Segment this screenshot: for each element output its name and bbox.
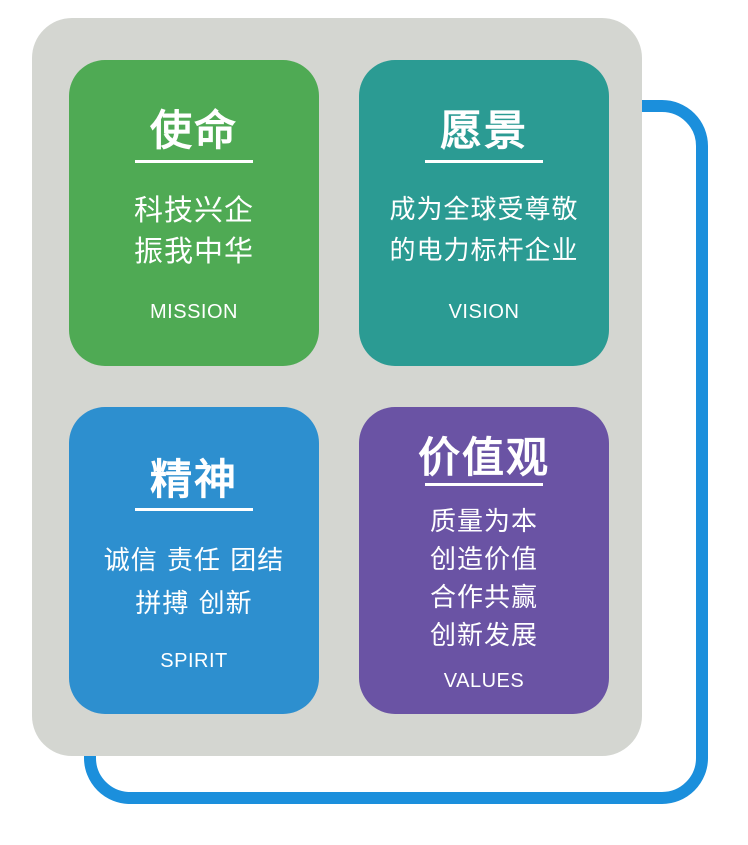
spirit-title-underline <box>135 508 253 511</box>
values-title-underline <box>425 483 543 486</box>
spirit-text: 诚信 责任 团结 拼搏 创新 <box>69 540 319 626</box>
vision-title: 愿景 <box>439 106 528 155</box>
vision-line-2: 的电力标杆企业 <box>389 236 579 266</box>
mission-title-underline <box>135 160 253 163</box>
values-title: 价值观 <box>417 433 550 482</box>
spirit-card: 精神 诚信 责任 团结 拼搏 创新 SPIRIT <box>69 407 319 714</box>
mission-card: 使命 科技兴企 振我中华 MISSION <box>69 60 319 366</box>
mission-title: 使命 <box>149 106 238 155</box>
values-card: 价值观 质量为本 创造价值 合作共赢 创新发展 VALUES <box>359 407 609 714</box>
spirit-line-2: 拼搏 创新 <box>135 589 253 619</box>
vision-line-1: 成为全球受尊敬 <box>389 195 579 225</box>
values-line-4: 创新发展 <box>429 621 538 651</box>
vision-text: 成为全球受尊敬 的电力标杆企业 <box>359 190 609 272</box>
values-line-3: 合作共赢 <box>429 583 538 613</box>
values-line-1: 质量为本 <box>429 507 538 537</box>
vision-title-underline <box>425 160 543 163</box>
mission-line-2: 振我中华 <box>133 234 254 268</box>
values-text: 质量为本 创造价值 合作共赢 创新发展 <box>359 503 609 655</box>
vision-card: 愿景 成为全球受尊敬 的电力标杆企业 VISION <box>359 60 609 366</box>
vision-label: VISION <box>448 301 520 323</box>
spirit-title: 精神 <box>149 455 238 504</box>
spirit-label: SPIRIT <box>160 650 228 672</box>
mission-label: MISSION <box>150 301 238 323</box>
mission-text: 科技兴企 振我中华 <box>69 190 319 272</box>
values-line-2: 创造价值 <box>429 545 538 575</box>
mission-line-1: 科技兴企 <box>133 193 254 227</box>
values-label: VALUES <box>443 670 525 692</box>
spirit-line-1: 诚信 责任 团结 <box>103 546 285 576</box>
